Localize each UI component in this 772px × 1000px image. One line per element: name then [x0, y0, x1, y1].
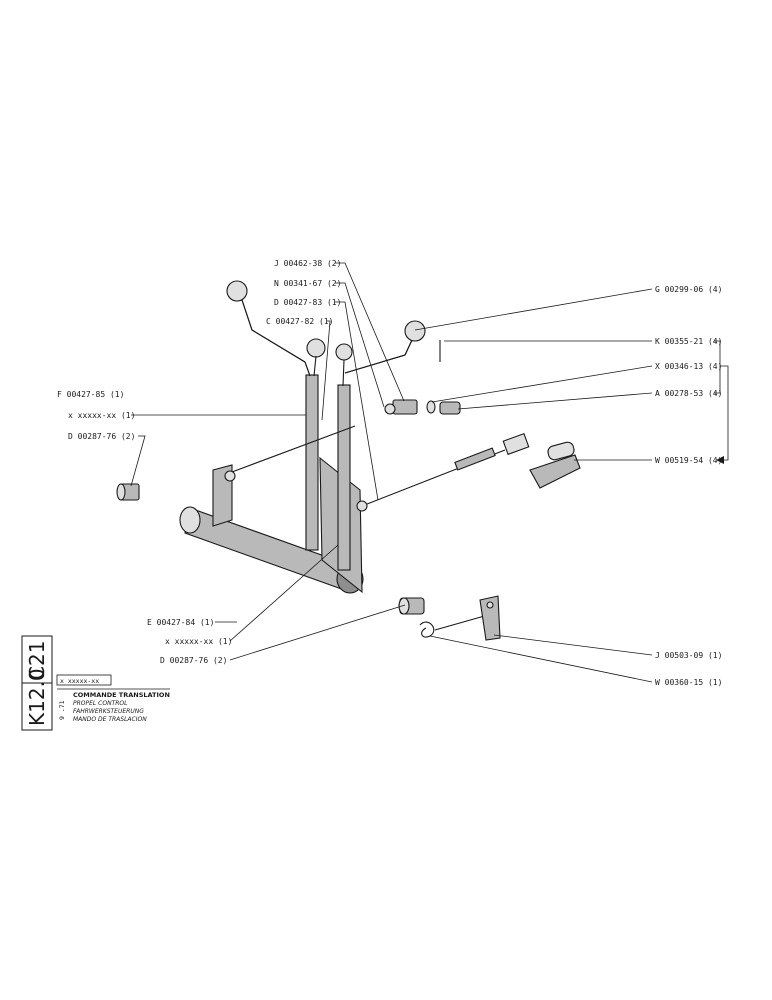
- group-code: C21: [25, 641, 49, 680]
- label-g-00299-06: G 00299-06 (4): [655, 285, 722, 294]
- pin-a: [439, 401, 461, 415]
- leader-x-00346-13: [431, 365, 653, 403]
- label-a-00278-53: A 00278-53 (4): [655, 389, 722, 398]
- left-knob: [226, 280, 248, 302]
- label-f-00427-85: F 00427-85 (1): [57, 390, 124, 399]
- title-block: C21 K12.0 9 .71 x xxxxx-xx COMMANDE TRAN…: [21, 635, 170, 731]
- label-w-00360-15: W 00360-15 (1): [655, 678, 722, 687]
- link-j-plate: [479, 595, 501, 641]
- leader-x-xxxxx-bottom: [229, 544, 339, 642]
- label-d-00287-76-bottom: D 00287-76 (2): [160, 656, 227, 665]
- right-lever-arm: [342, 359, 345, 387]
- center-crank-arm: [313, 355, 317, 377]
- right-lever-shaft: [337, 384, 351, 571]
- left-tie-rod-eye: [224, 470, 236, 482]
- loose-lever-arm-inner: [344, 339, 413, 374]
- left-lever-shaft: [305, 374, 319, 551]
- loose-parts: [116, 340, 581, 641]
- label-c-00427-82: C 00427-82 (1): [266, 317, 333, 326]
- label-n-00341-67: N 00341-67 (2): [274, 279, 341, 288]
- right-tie-rod-eye: [356, 500, 368, 512]
- title-es: MANDO DE TRASLACION: [73, 716, 147, 723]
- label-x-xxxxx-top: x xxxxx-xx (1): [68, 411, 135, 420]
- center-knob: [306, 338, 326, 358]
- left-crank-arm: [241, 299, 311, 377]
- leader-j-00462-38: [335, 262, 405, 402]
- right-lever-knob: [335, 343, 353, 361]
- bushing-left-end: [116, 483, 126, 501]
- leader-a-00278-53: [457, 392, 653, 410]
- leader-d-00427-83: [335, 301, 379, 501]
- leader-c-00427-82: [321, 320, 331, 421]
- left-tie-rod: [231, 425, 356, 473]
- bracket-x-to-w: [717, 365, 729, 461]
- title-fr: COMMANDE TRANSLATION: [73, 691, 170, 699]
- label-d-00287-76-top: D 00287-76 (2): [68, 432, 135, 441]
- clevis-fork: [502, 432, 530, 456]
- link-j-rod: [434, 614, 489, 631]
- rod-turnbuckle: [454, 447, 496, 471]
- clevis-j: [392, 399, 418, 415]
- leader-lines: [130, 262, 729, 683]
- label-x-00346-13: X 00346-13 (4): [655, 362, 722, 371]
- washer-x: [426, 400, 436, 414]
- label-w-00519-54: W 00519-54 (4): [655, 456, 722, 465]
- leader-d-00287-76-bottom: [229, 604, 406, 661]
- part-labels: J 00462-38 (2) N 00341-67 (2) D 00427-83…: [57, 259, 722, 687]
- clip-w-tube: [547, 441, 575, 461]
- ref-code: x xxxxx-xx: [60, 677, 99, 685]
- spring-clip-w: [419, 621, 435, 638]
- label-j-00503-09: J 00503-09 (1): [655, 651, 722, 660]
- page-code: K12.0: [25, 668, 49, 726]
- leader-j-00503-09: [493, 634, 653, 656]
- ref-box: [56, 674, 112, 686]
- label-j-00462-38: J 00462-38 (2): [274, 259, 341, 268]
- leader-g-00299-06: [414, 288, 653, 331]
- lever-frame-assembly: [179, 280, 530, 594]
- leader-w-00360-15: [429, 635, 653, 683]
- label-e-00427-84: E 00427-84 (1): [147, 618, 214, 627]
- label-x-xxxxx-bottom: x xxxxx-xx (1): [165, 637, 232, 646]
- clevis-j-eye: [384, 403, 396, 415]
- bracket-k-to-a: [714, 340, 721, 394]
- leader-d-00287-76-top: [130, 435, 146, 487]
- link-j-hole: [486, 601, 494, 609]
- title-en: PROPEL CONTROL: [73, 700, 127, 707]
- loose-lever-knob: [404, 320, 426, 342]
- bushing-bottom-end: [398, 597, 410, 615]
- arrow-w-00519-54: [716, 456, 724, 464]
- clip-w: [529, 454, 581, 489]
- loose-lever-arm: [344, 339, 413, 374]
- date-code: 9 .71: [58, 700, 66, 720]
- label-k-00355-21: K 00355-21 (4): [655, 337, 722, 346]
- base-tube-end-left: [179, 506, 201, 534]
- leader-n-00341-67: [335, 282, 385, 408]
- label-d-00427-83: D 00427-83 (1): [274, 298, 341, 307]
- left-crank-arm-inner: [241, 299, 311, 377]
- title-de: FAHRWERKSTEUERUNG: [73, 708, 144, 715]
